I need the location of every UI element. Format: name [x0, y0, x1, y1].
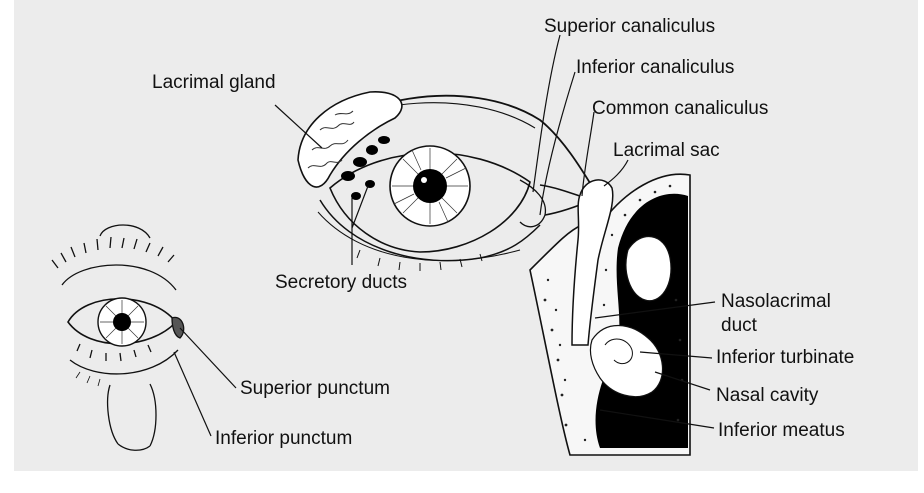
- label-nasal-cavity: Nasal cavity: [716, 385, 818, 407]
- large-eye-pupil: [413, 169, 447, 203]
- label-nasolacrimal-duct-line2: duct: [721, 314, 831, 338]
- label-superior-canaliculus: Superior canaliculus: [544, 16, 715, 38]
- label-inferior-meatus: Inferior meatus: [718, 420, 845, 442]
- leader-inferior-punctum: [174, 352, 211, 436]
- label-nasolacrimal-duct-line1: Nasolacrimal: [721, 290, 831, 314]
- label-lacrimal-sac: Lacrimal sac: [613, 140, 720, 162]
- nasal-section-drawing: [530, 174, 690, 455]
- label-inferior-canaliculus: Inferior canaliculus: [576, 57, 734, 79]
- label-superior-punctum: Superior punctum: [240, 378, 390, 400]
- small-eye-pupil: [113, 313, 131, 331]
- label-inferior-turbinate: Inferior turbinate: [716, 347, 854, 369]
- leader-superior-canaliculus: [533, 35, 560, 192]
- leader-superior-punctum: [180, 328, 236, 388]
- lacrimal-gland-drawing: [298, 92, 402, 200]
- label-common-canaliculus: Common canaliculus: [592, 98, 768, 120]
- label-lacrimal-gland: Lacrimal gland: [152, 72, 276, 94]
- leader-inferior-canaliculus: [540, 72, 575, 215]
- label-nasolacrimal-duct: Nasolacrimal duct: [721, 290, 831, 338]
- label-secretory-ducts: Secretory ducts: [275, 272, 407, 294]
- label-inferior-punctum: Inferior punctum: [215, 428, 352, 450]
